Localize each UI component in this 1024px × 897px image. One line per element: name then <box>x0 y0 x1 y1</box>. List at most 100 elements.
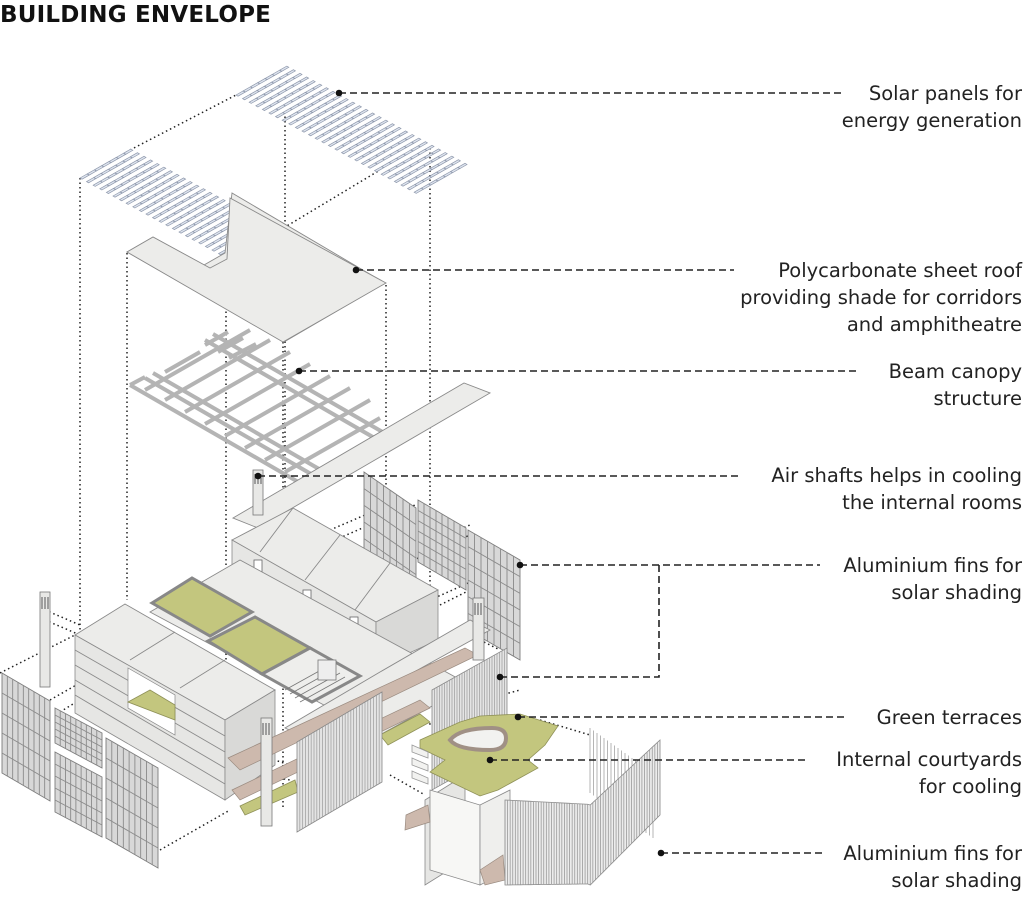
solar-panel-cell <box>167 189 179 196</box>
fin-rail <box>54 787 103 814</box>
fin-rail <box>54 735 103 762</box>
solar-panel-cell <box>417 141 429 148</box>
solar-panel-cell <box>368 147 380 154</box>
solar-panel-cell <box>178 227 189 234</box>
fin-rail <box>467 546 521 578</box>
solar-panel-cell <box>430 148 442 155</box>
solar-panel-cell <box>302 111 314 118</box>
solar-panel-cell <box>331 102 342 109</box>
solar-panel-cell <box>162 178 173 185</box>
solar-panel-cell <box>321 137 332 144</box>
solar-panel-cell <box>384 123 396 130</box>
solar-panel-cell <box>184 231 196 238</box>
solar-panel-cell <box>139 198 150 205</box>
solar-panel-cell <box>179 219 190 226</box>
solar-panel-cell <box>268 108 279 115</box>
label-green-terraces: Green terraces <box>877 704 1022 731</box>
label-line: Air shafts helps in cooling <box>771 464 1022 487</box>
label-aluminium-fins-1: Aluminium fins for solar shading <box>843 552 1022 606</box>
canopy-beam <box>151 371 328 475</box>
solar-panel-cell <box>269 93 281 100</box>
solar-panel-cell <box>215 199 226 206</box>
solar-panel-cell <box>262 97 273 104</box>
solar-panel-cell <box>127 175 138 182</box>
solar-panel-cell <box>108 156 119 164</box>
solar-panel-cell <box>276 96 287 103</box>
fin-rail <box>467 562 521 594</box>
solar-panel-cell <box>277 88 288 95</box>
solar-panel-cell <box>343 124 354 131</box>
solar-panel-cell <box>198 238 209 245</box>
solar-panel-cell <box>142 167 153 174</box>
solar-panel-cell <box>79 173 90 180</box>
solar-panel-cell <box>185 223 196 230</box>
solar-panel-cell <box>171 223 183 231</box>
solar-panel-cell <box>142 159 154 166</box>
air-shaft-2 <box>39 591 51 688</box>
solar-panel-cell <box>301 126 312 133</box>
solar-panel-cell <box>298 84 309 91</box>
solar-panel-cell <box>383 138 394 145</box>
solar-panel-cell <box>401 165 413 172</box>
solar-panel-cell <box>275 104 286 111</box>
solar-panel-cell <box>298 76 310 83</box>
solar-panel-cell <box>307 130 319 137</box>
solar-panel-cell <box>121 164 133 171</box>
solar-panel-cell <box>187 207 198 214</box>
curved-fin-wall <box>504 728 661 886</box>
solar-panel-cell <box>357 116 368 123</box>
solar-panel-cell <box>409 160 420 167</box>
fin-rail <box>54 728 103 755</box>
solar-panel-cell <box>205 234 216 241</box>
solar-panel-cell <box>336 121 347 128</box>
solar-panel-cell <box>167 197 178 204</box>
solar-panel-cell <box>360 158 372 166</box>
solar-panel-cell <box>278 73 289 80</box>
leader-lines <box>254 89 857 857</box>
solar-panel-cell <box>181 188 193 195</box>
solar-panel-cell <box>100 168 111 175</box>
solar-panel-cell <box>134 171 146 178</box>
diagram-title: BUILDING ENVELOPE <box>0 2 272 28</box>
solar-panel-cell <box>297 91 308 99</box>
solar-panel-cell <box>390 134 401 141</box>
solar-panel-cell <box>362 143 373 150</box>
canopy-beam <box>144 328 251 392</box>
solar-panel-cell <box>207 210 218 218</box>
solar-panel-cell <box>172 216 183 223</box>
solar-panel-cell <box>112 191 123 198</box>
solar-panel-cell <box>436 159 448 166</box>
solar-panel-cell <box>377 127 388 134</box>
solar-panel-cell <box>308 122 319 129</box>
solar-panel-cell <box>323 106 335 113</box>
solar-panel-cell <box>329 125 340 132</box>
aluminium-fin-panels-left <box>1 672 159 869</box>
solar-panel-cell <box>335 129 347 136</box>
solar-panel-cell <box>200 215 211 222</box>
solar-panel-cell <box>388 157 399 164</box>
solar-panel-cell <box>151 213 163 220</box>
solar-panel-cell <box>249 90 260 97</box>
solar-panel-cell <box>414 180 425 187</box>
solar-panel-cell <box>294 122 306 130</box>
solar-panel-cell <box>376 135 388 142</box>
solar-panel-cell <box>348 136 360 143</box>
label-solar-panels: Solar panels for energy generation <box>842 80 1022 134</box>
solar-panel-cell <box>395 153 407 160</box>
beam-canopy-grid <box>129 328 388 485</box>
fin-rail <box>467 579 521 611</box>
solar-panel-cell <box>414 172 426 179</box>
solar-panel-cell <box>123 148 134 155</box>
solar-panel-cell <box>277 81 289 88</box>
label-aluminium-fins-2: Aluminium fins for solar shading <box>843 840 1022 894</box>
solar-panel-cell <box>168 181 179 188</box>
solar-panel-cell <box>429 163 440 171</box>
annex-block <box>404 713 559 886</box>
solar-panel-cell <box>340 148 352 155</box>
canopy-beam <box>164 350 201 374</box>
solar-panel-cell <box>400 180 411 187</box>
solar-panel-cell <box>416 156 427 163</box>
label-line: for cooling <box>918 775 1022 798</box>
solar-panel-cell <box>443 163 454 170</box>
solar-panel-cell <box>126 183 138 190</box>
